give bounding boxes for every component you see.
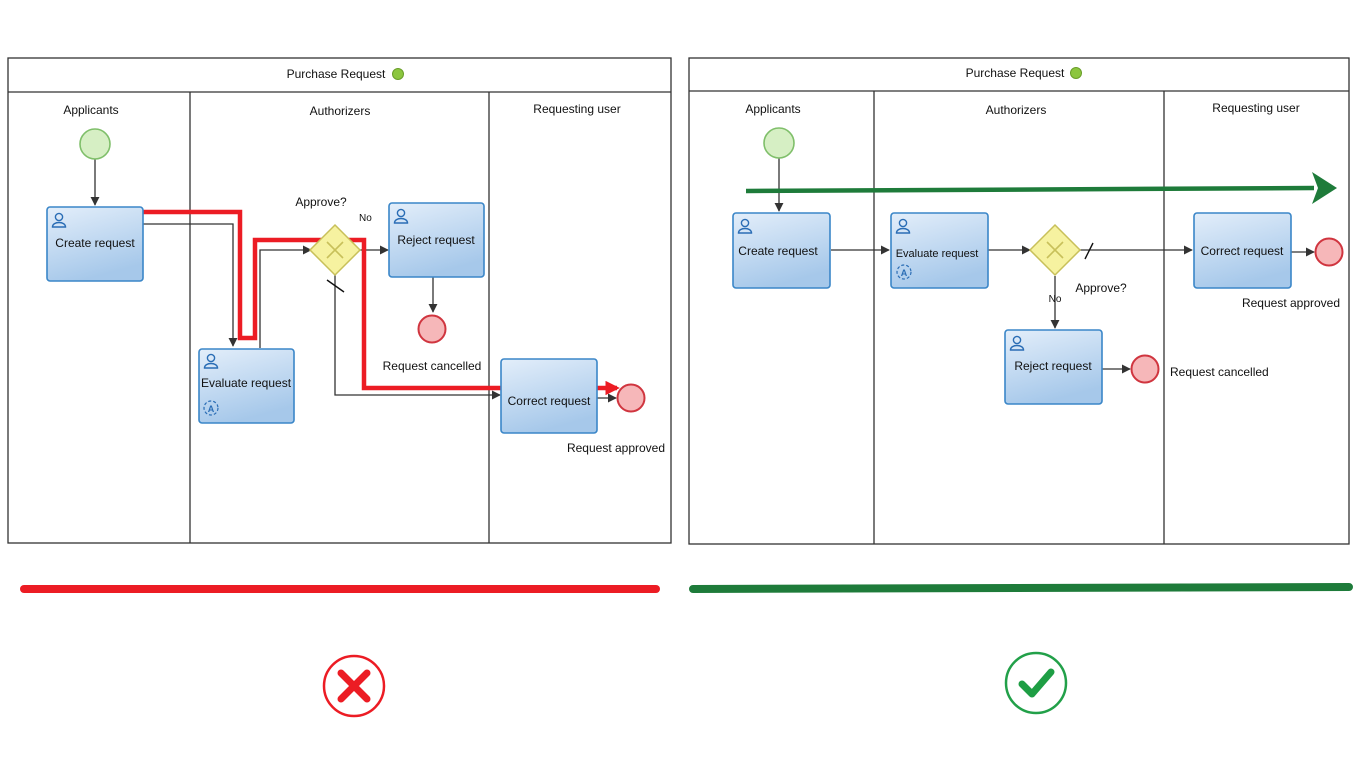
left-status-dot [392,68,404,80]
left-end-cancelled [417,314,447,344]
left-gateway-approve [308,223,362,277]
svg-text:Evaluate request: Evaluate request [896,248,979,260]
right-gateway-label: Approve? [1075,281,1127,295]
right-task-create: Create request [732,212,831,289]
right-status-dot [1070,67,1082,79]
svg-text:A: A [208,404,215,414]
svg-text:Reject request: Reject request [1014,359,1092,373]
left-task-reject: Reject request [388,202,485,278]
right-loop-icon-evaluate [896,264,912,280]
svg-text:Create request: Create request [738,244,818,258]
right-no-label: No [1049,294,1062,305]
right-lane-applicants: Applicants [745,102,800,116]
right-task-evaluate: Evaluate request A [890,212,989,289]
right-task-reject: Reject request [1004,329,1103,405]
check-circle-icon [1004,651,1068,715]
right-end-approved [1314,237,1344,267]
left-pool-title: Purchase Request [287,67,386,81]
right-end-cancelled [1130,354,1160,384]
left-gateway-label: Approve? [295,195,347,209]
svg-text:Reject request: Reject request [397,233,475,247]
right-straight-flow-highlight [745,172,1337,204]
right-verdict-bar [689,583,1353,593]
right-lane-requesting-user: Requesting user [1212,101,1299,115]
left-task-create: Create request [46,206,144,282]
left-lane-authorizers: Authorizers [310,104,371,118]
right-pool-title: Purchase Request [966,66,1065,80]
right-pool-frame [688,57,1350,545]
left-lane-applicants: Applicants [63,103,118,117]
right-diagram: Purchase Request Applicants Authorizers … [688,57,1350,545]
svg-text:Correct request: Correct request [508,394,591,408]
left-end-approved [616,383,646,413]
left-diagram: Purchase Request Applicants Authorizers … [7,57,672,544]
left-no-label: No [359,213,372,224]
right-gateway-approve [1028,223,1082,277]
left-loop-icon-evaluate [203,400,219,416]
right-start-event [763,127,795,159]
left-end-approved-label: Request approved [567,441,665,455]
cross-circle-icon [322,654,386,718]
left-end-cancelled-label: Request cancelled [383,359,482,373]
svg-text:Create request: Create request [55,236,135,250]
right-end-approved-label: Request approved [1242,296,1340,310]
left-start-event [79,128,111,160]
left-crossing-flow-highlight [143,209,620,396]
left-task-correct: Correct request [500,358,598,434]
right-end-cancelled-label: Request cancelled [1170,365,1269,379]
right-lane-authorizers: Authorizers [986,103,1047,117]
svg-text:Evaluate request: Evaluate request [201,376,292,390]
left-lane-requesting-user: Requesting user [533,102,620,116]
left-pool-frame [7,57,672,544]
svg-text:A: A [901,268,908,278]
left-task-evaluate: Evaluate request A [198,348,295,424]
svg-text:Correct request: Correct request [1201,244,1284,258]
right-task-correct: Correct request [1193,212,1292,289]
